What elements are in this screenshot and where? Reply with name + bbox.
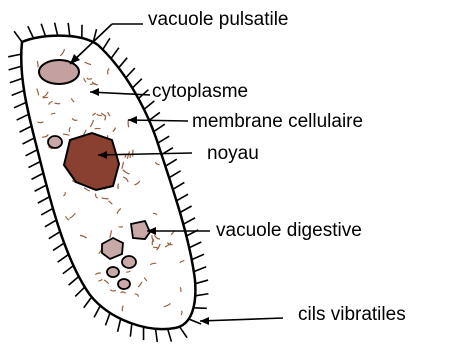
label-noyau: noyau — [207, 143, 259, 164]
cilium — [168, 329, 172, 342]
food-vacuole — [122, 256, 136, 268]
cilium — [132, 79, 142, 88]
cilium — [192, 254, 204, 259]
cilium — [177, 194, 189, 201]
cilium — [154, 124, 165, 131]
cilium — [94, 306, 100, 318]
cilium — [68, 23, 70, 36]
cilium — [10, 78, 23, 82]
cilium — [55, 23, 58, 36]
label-vacuole-pulsatile: vacuole pulsatile — [148, 9, 288, 30]
cilium — [118, 319, 121, 332]
cilium — [111, 48, 119, 59]
cilium — [195, 280, 208, 284]
cilium — [35, 185, 47, 191]
cilium — [180, 206, 192, 213]
cilium — [105, 313, 110, 326]
cilium — [75, 287, 85, 296]
cilium — [8, 54, 21, 57]
cilium — [28, 26, 34, 38]
granule — [181, 311, 182, 315]
cilium — [169, 171, 180, 178]
vacuole-pulsatile-shape — [39, 60, 79, 84]
cilium — [9, 66, 22, 70]
label-membrane: membrane cellulaire — [192, 111, 363, 132]
label-cytoplasme: cytoplasme — [152, 81, 248, 102]
cilium — [173, 182, 184, 189]
cilium — [144, 101, 154, 109]
arrowhead — [200, 317, 209, 325]
cilium — [20, 126, 32, 132]
cilium — [189, 319, 201, 324]
cilium — [103, 38, 110, 49]
cilium — [158, 136, 169, 143]
granule — [55, 103, 61, 104]
cilium — [183, 218, 195, 224]
cilium — [41, 24, 45, 37]
cilium — [14, 31, 22, 42]
cilium — [194, 267, 206, 272]
cilium — [165, 159, 176, 166]
cilium — [26, 150, 38, 156]
label-cils: cils vibratiles — [298, 304, 406, 325]
cilium — [45, 220, 57, 227]
cilium — [63, 266, 74, 274]
cilium — [14, 102, 26, 107]
leader-cils — [200, 318, 283, 321]
vacuole-digestive-shape — [131, 221, 150, 239]
cilium — [28, 161, 40, 167]
cilium — [69, 276, 79, 285]
cilium — [49, 232, 60, 239]
cilium — [58, 254, 69, 262]
cilium — [189, 242, 201, 248]
cilium — [156, 329, 158, 342]
cilium — [195, 294, 208, 296]
cilium — [23, 138, 35, 144]
cilium — [130, 323, 132, 336]
cilium — [84, 297, 92, 308]
cilium — [41, 208, 53, 215]
small-vacuole — [48, 136, 62, 148]
granule — [180, 287, 181, 292]
cilium — [180, 327, 188, 338]
granule — [118, 184, 119, 189]
label-vacuole-digestive: vacuole digestive — [216, 220, 362, 241]
cilium — [17, 114, 29, 120]
cilium — [126, 68, 135, 78]
cilium — [53, 243, 64, 250]
cilium — [149, 112, 160, 120]
cilium — [31, 173, 43, 179]
food-vacuole — [107, 267, 119, 277]
cilium — [119, 58, 128, 68]
cilium — [38, 197, 50, 203]
food-vacuole — [118, 279, 130, 289]
cilium — [12, 90, 24, 95]
